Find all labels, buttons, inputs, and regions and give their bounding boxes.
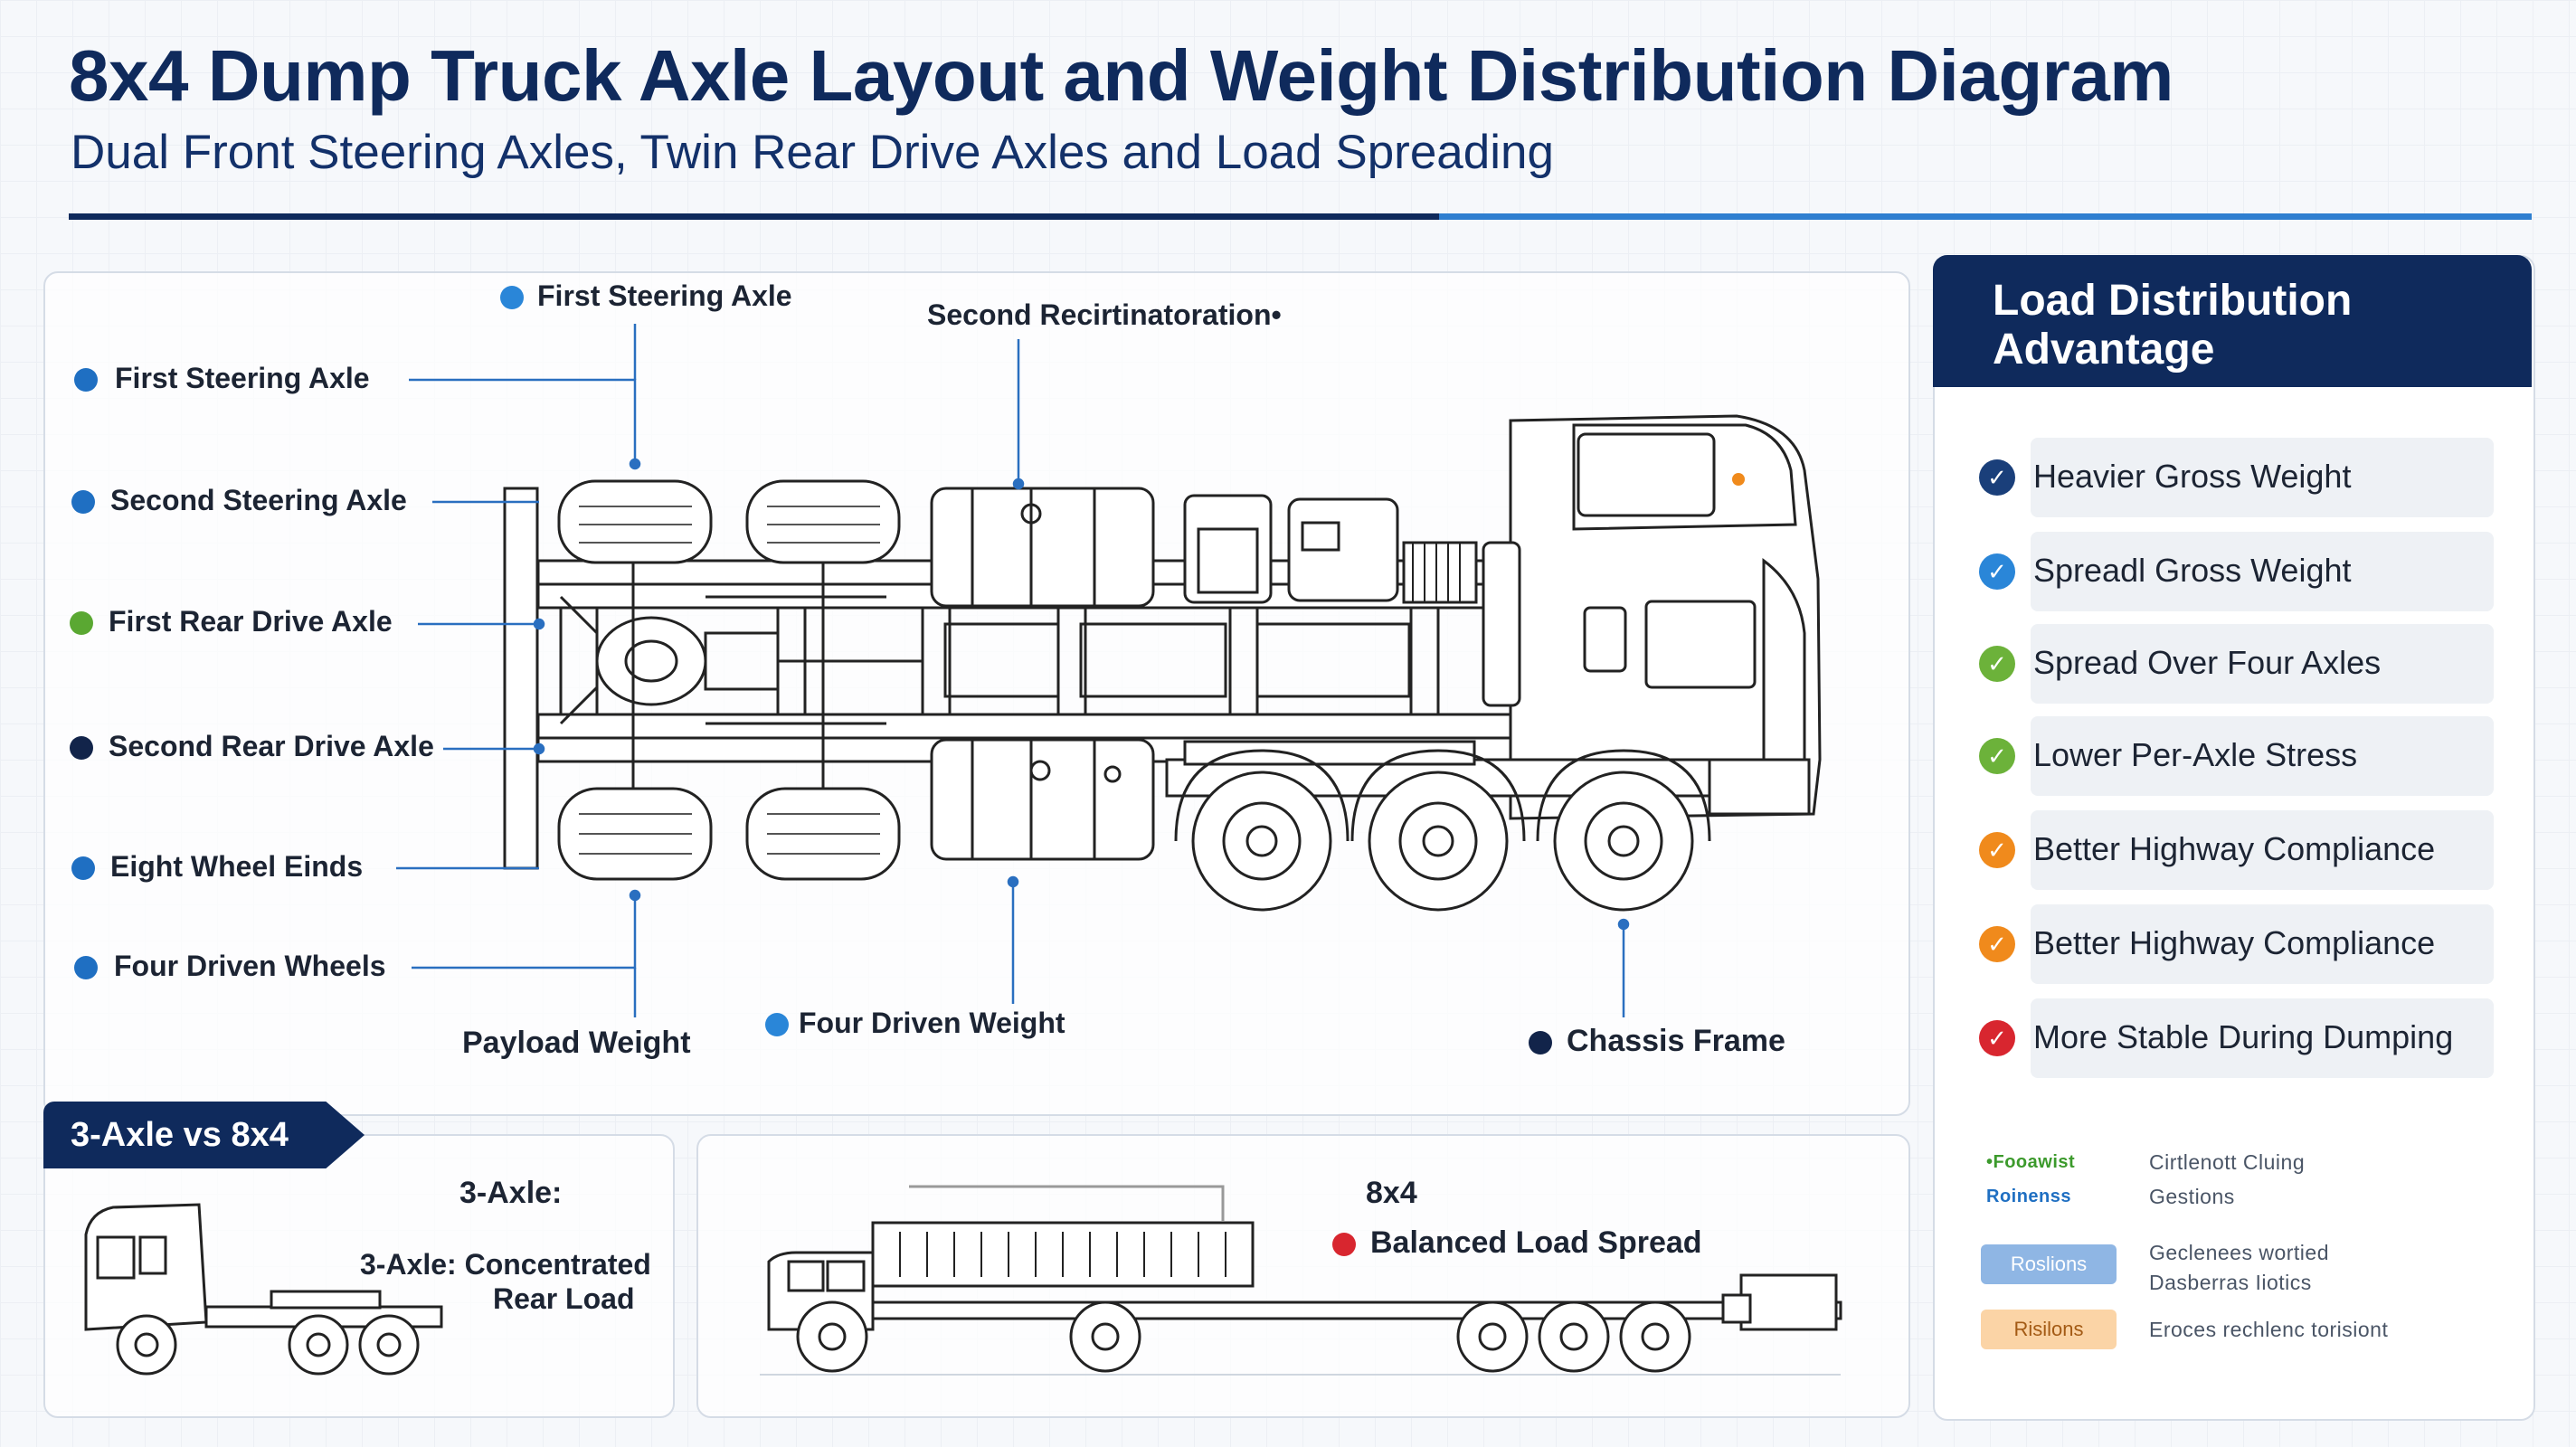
eightxfour-heading: 8x4 bbox=[1366, 1176, 1417, 1210]
label-first-rear-drive: First Rear Drive Axle bbox=[109, 605, 393, 638]
check-icon: ✓ bbox=[1979, 738, 2015, 774]
four-driven-dot bbox=[74, 956, 98, 979]
check-icon: ✓ bbox=[1979, 459, 2015, 496]
check-icon: ✓ bbox=[1979, 832, 2015, 868]
comparison-tab: 3-Axle vs 8x4 bbox=[43, 1102, 365, 1168]
check-icon: ✓ bbox=[1979, 553, 2015, 590]
three-axle-desc-2: Rear Load bbox=[493, 1282, 635, 1315]
label-eight-wheel: Eight Wheel Einds bbox=[110, 850, 364, 883]
advantage-label: Heavier Gross Weight bbox=[2033, 458, 2352, 495]
three-axle-truck bbox=[84, 1203, 443, 1376]
first-steering-top-dot bbox=[500, 286, 524, 309]
page-subtitle: Dual Front Steering Axles, Twin Rear Dri… bbox=[71, 126, 1554, 179]
chassis-top-view bbox=[503, 479, 1553, 881]
label-first-steering: First Steering Axle bbox=[115, 362, 370, 394]
sidebar-title-line1: Load Distribution bbox=[1993, 277, 2353, 325]
advantage-item bbox=[2031, 998, 2494, 1078]
eight-wheel-dot bbox=[71, 856, 95, 880]
header-rule-dark bbox=[69, 213, 1439, 220]
header-rule-light bbox=[1439, 213, 2532, 220]
label-chassis-frame: Chassis Frame bbox=[1567, 1024, 1785, 1058]
truck-side-view bbox=[1165, 414, 1822, 912]
legend-text-1a: Cirtlenott Cluing bbox=[2149, 1150, 2306, 1174]
three-axle-desc-1: 3-Axle: Concentrated bbox=[360, 1248, 651, 1281]
legend-text-1b: Gestions bbox=[2149, 1185, 2235, 1208]
legend-text-2b: Dasberras Iiotics bbox=[2149, 1271, 2312, 1294]
advantage-item bbox=[2031, 810, 2494, 890]
label-first-steering-top: First Steering Axle bbox=[537, 279, 792, 312]
advantage-item bbox=[2031, 532, 2494, 611]
advantage-label: Better Highway Compliance bbox=[2033, 830, 2436, 867]
eightxfour-desc: Balanced Load Spread bbox=[1370, 1225, 1702, 1260]
balanced-load-dot bbox=[1332, 1233, 1356, 1256]
advantage-item bbox=[2031, 438, 2494, 517]
legend-tag-1: •Fooawist bbox=[1986, 1152, 2076, 1172]
advantage-label: Spreadl Gross Weight bbox=[2033, 552, 2352, 589]
page-title: 8x4 Dump Truck Axle Layout and Weight Di… bbox=[69, 35, 2174, 116]
advantage-item bbox=[2031, 904, 2494, 984]
first-rear-drive-dot bbox=[70, 611, 93, 635]
label-second-recirc: Second Recirtinatoration• bbox=[927, 298, 1282, 331]
eightxfour-truck bbox=[760, 1185, 1842, 1376]
four-driven-weight-dot bbox=[765, 1013, 789, 1036]
advantage-label: More Stable During Dumping bbox=[2033, 1018, 2454, 1055]
check-icon: ✓ bbox=[1979, 1020, 2015, 1056]
advantage-label: Better Highway Compliance bbox=[2033, 924, 2436, 961]
label-four-driven-weight: Four Driven Weight bbox=[799, 1007, 1065, 1039]
sidebar-header: Load Distribution Advantage bbox=[1933, 255, 2532, 387]
legend-pill-1: Roslions bbox=[1981, 1244, 2117, 1284]
label-four-driven: Four Driven Wheels bbox=[114, 950, 386, 982]
advantage-item bbox=[2031, 716, 2494, 796]
legend-pill-2: Risilons bbox=[1981, 1310, 2117, 1349]
advantage-item bbox=[2031, 624, 2494, 704]
advantage-label: Spread Over Four Axles bbox=[2033, 644, 2382, 681]
label-second-rear-drive: Second Rear Drive Axle bbox=[109, 730, 434, 762]
check-icon: ✓ bbox=[1979, 926, 2015, 962]
legend-tag-2: Roinenss bbox=[1986, 1187, 2072, 1206]
first-steering-dot bbox=[74, 368, 98, 392]
legend-text-2a: Geclenees wortied bbox=[2149, 1241, 2329, 1264]
callout-leaders bbox=[396, 324, 1630, 1017]
label-second-steering: Second Steering Axle bbox=[110, 484, 407, 516]
sidebar-title-line2: Advantage bbox=[1993, 326, 2215, 374]
second-rear-drive-dot bbox=[70, 736, 93, 760]
second-steering-dot bbox=[71, 490, 95, 514]
advantage-label: Lower Per-Axle Stress bbox=[2033, 736, 2358, 773]
three-axle-heading: 3-Axle: bbox=[459, 1176, 563, 1210]
check-icon: ✓ bbox=[1979, 646, 2015, 682]
legend-text-3: Eroces rechlenc torisiont bbox=[2149, 1318, 2389, 1341]
eightxfour-panel bbox=[696, 1134, 1910, 1418]
label-payload: Payload Weight bbox=[462, 1026, 691, 1060]
chassis-frame-dot bbox=[1529, 1031, 1552, 1055]
